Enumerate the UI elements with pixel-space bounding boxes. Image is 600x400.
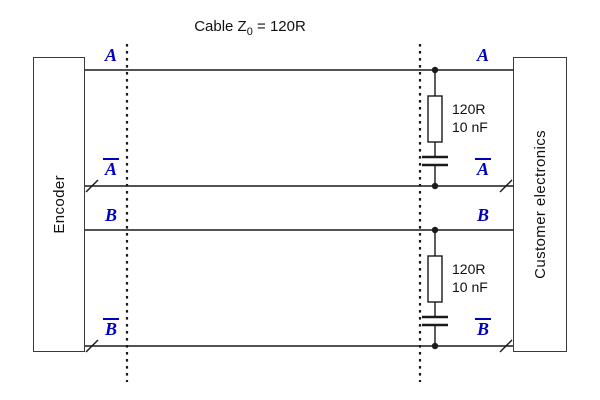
signal-b-bar-text-right: B xyxy=(474,318,491,339)
signal-a-text: A xyxy=(104,45,117,65)
slash-mark-a-bar-right xyxy=(499,179,513,193)
slash-mark-b-bar-right xyxy=(499,339,513,353)
term-b-resistor xyxy=(427,255,443,303)
term-a-capacitor-value: 10 nF xyxy=(452,119,488,135)
term-b-capacitor-value: 10 nF xyxy=(452,279,488,295)
signal-label-b-left: B xyxy=(96,205,126,225)
signal-label-b-bar-right: B xyxy=(468,318,498,339)
signal-b-text-right: B xyxy=(476,205,489,225)
signal-b-text: B xyxy=(104,205,117,225)
term-a-resistor xyxy=(427,95,443,143)
cable-title: Cable Z0 = 120R xyxy=(120,18,380,38)
slash-mark-a-bar-left xyxy=(85,179,99,193)
customer-electronics-block: Customer electronics xyxy=(513,57,567,352)
customer-electronics-label: Customer electronics xyxy=(531,130,549,279)
junction-dot-a-top xyxy=(431,66,439,74)
cable-title-prefix: Cable Z xyxy=(194,18,247,35)
signal-label-a-left: A xyxy=(96,45,126,65)
slash-mark-b-bar-left xyxy=(85,339,99,353)
junction-dot-b-bottom xyxy=(431,342,439,350)
junction-dot-a-bottom xyxy=(431,182,439,190)
signal-label-a-right: A xyxy=(468,45,498,65)
cable-title-subscript: 0 xyxy=(246,26,253,38)
signal-a-bar-text: A xyxy=(102,158,119,179)
encoder-label: Encoder xyxy=(50,175,68,234)
junction-dot-b-top xyxy=(431,226,439,234)
signal-b-bar-text: B xyxy=(102,318,119,339)
signal-label-b-right: B xyxy=(468,205,498,225)
signal-a-text-right: A xyxy=(476,45,489,65)
cable-title-suffix: = 120R xyxy=(252,18,306,35)
term-a-resistor-value: 120R xyxy=(452,101,486,117)
signal-label-b-bar-left: B xyxy=(96,318,126,339)
encoder-block: Encoder xyxy=(33,57,85,352)
signal-label-a-bar-right: A xyxy=(468,158,498,179)
term-b-resistor-value: 120R xyxy=(452,261,486,277)
signal-a-bar-text-right: A xyxy=(474,158,491,179)
signal-label-a-bar-left: A xyxy=(96,158,126,179)
